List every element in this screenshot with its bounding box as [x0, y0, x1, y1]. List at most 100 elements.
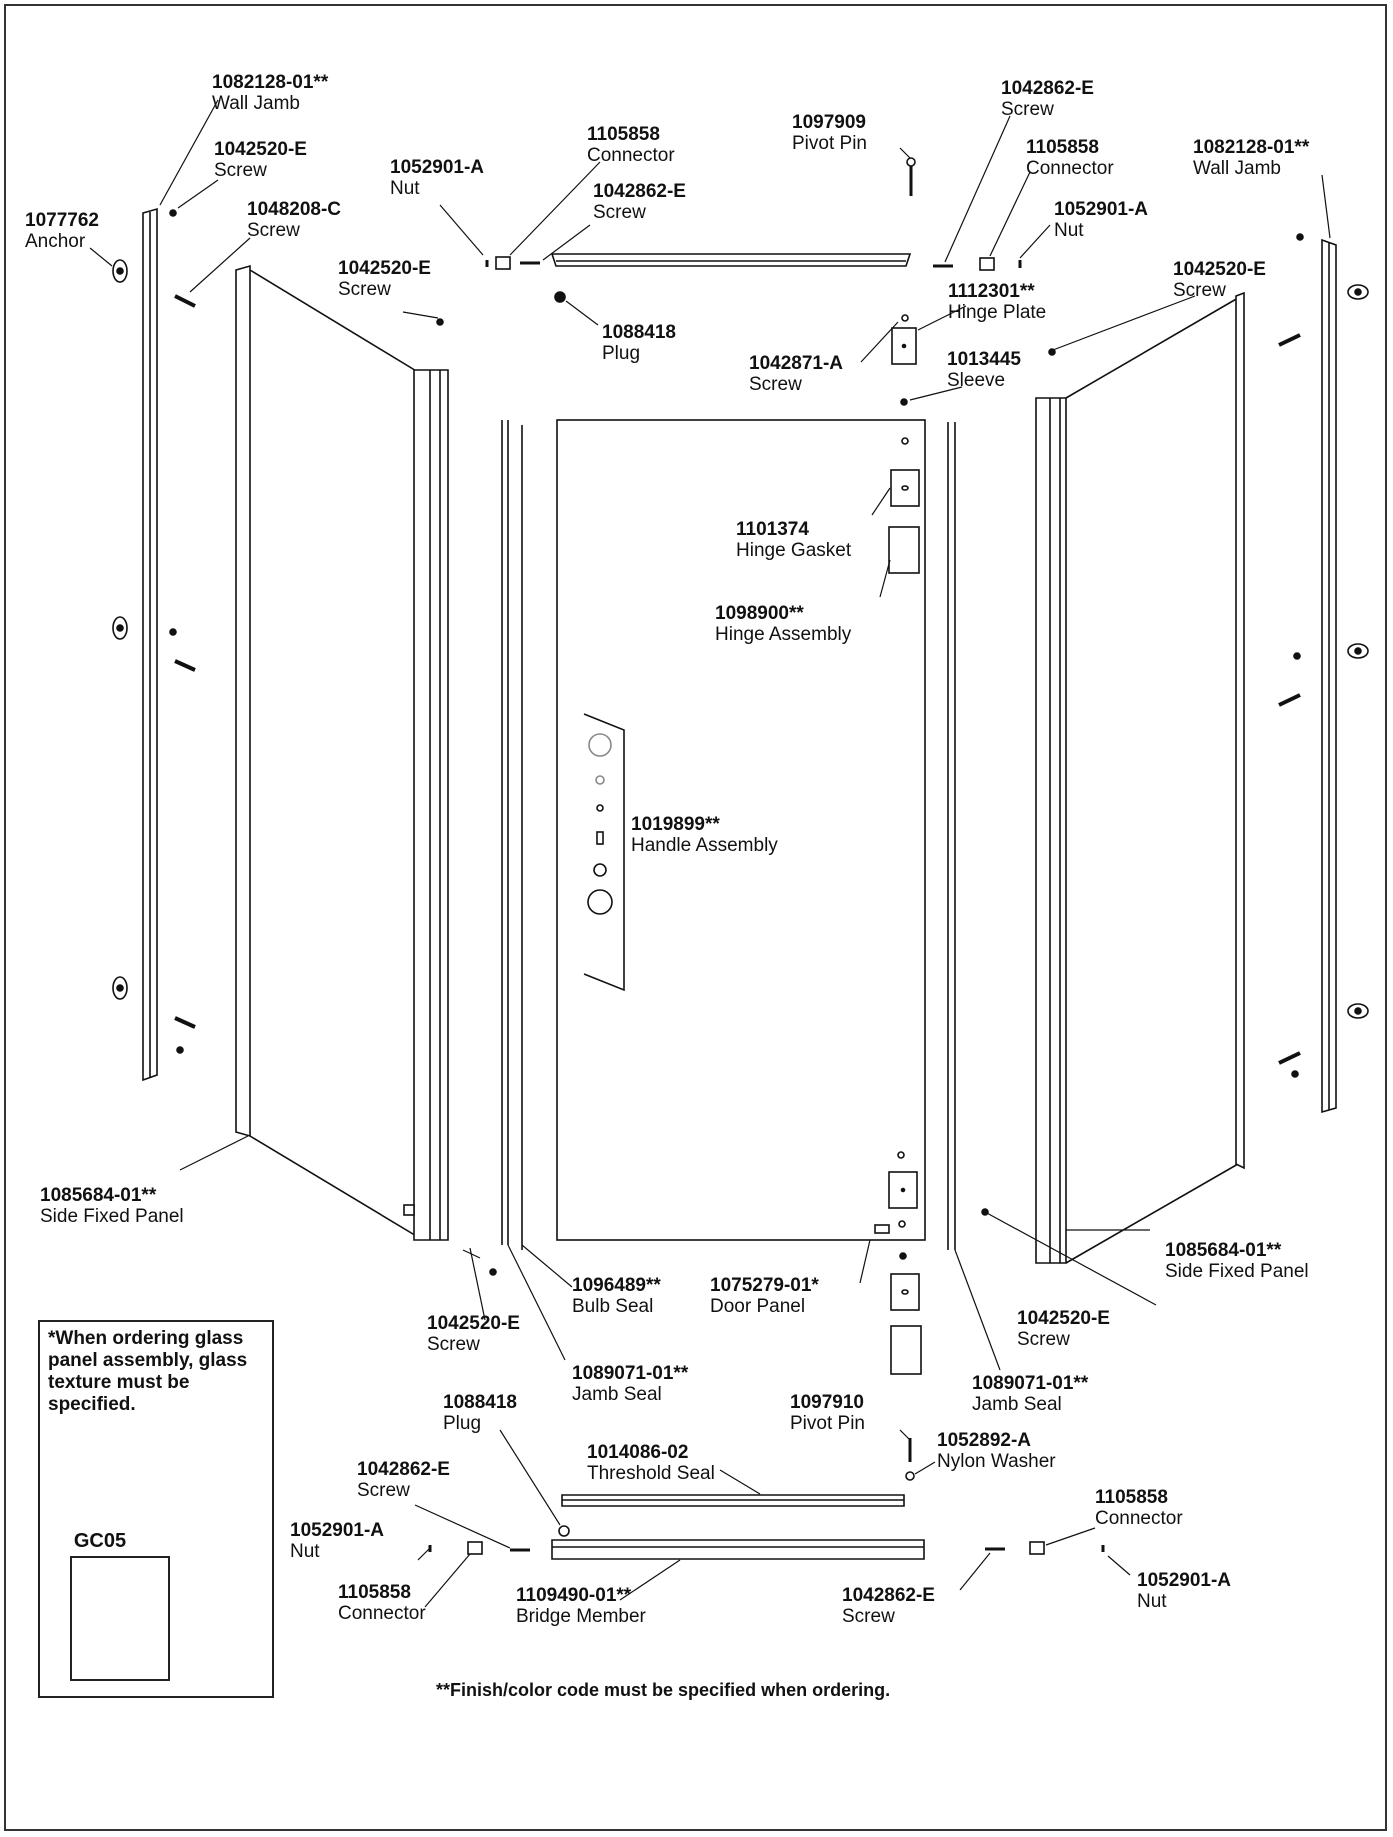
part-name: Threshold Seal	[587, 1463, 715, 1484]
part-name: Screw	[1001, 99, 1054, 120]
label-door-panel: 1075279-01*Door Panel	[710, 1275, 819, 1317]
part-name: Handle Assembly	[631, 835, 778, 856]
right-side-fixed-panel	[1035, 291, 1245, 1264]
part-name: Plug	[602, 343, 641, 364]
part-name: Nylon Washer	[937, 1451, 1056, 1472]
part-number: 1097910	[790, 1392, 864, 1413]
part-name: Hinge Assembly	[715, 624, 852, 645]
top-header-rail	[550, 253, 912, 267]
part-number: 1048208-C	[247, 199, 342, 220]
part-name: Connector	[587, 145, 675, 166]
part-name: Hinge Plate	[948, 302, 1047, 323]
page-frame	[4, 4, 1387, 1831]
part-number: 1042520-E	[1017, 1308, 1110, 1329]
part-number: 1082128-01**	[212, 72, 329, 93]
part-name: Sleeve	[947, 370, 1006, 391]
label-wall-jamb-left: 1082128-01**Wall Jamb	[212, 72, 328, 114]
part-number: 1112301**	[948, 281, 1035, 302]
part-number: 1042862-E	[593, 181, 686, 202]
label-hinge-assembly: 1098900**Hinge Assembly	[715, 603, 851, 645]
part-number: 1085684-01**	[1165, 1240, 1282, 1261]
part-name: Nut	[1054, 220, 1084, 241]
finish-footnote: **Finish/color code must be specified wh…	[436, 1680, 891, 1700]
label-side-panel-right: 1085684-01**Side Fixed Panel	[1165, 1240, 1309, 1282]
jamb-seal-right	[947, 422, 956, 1250]
gc-code-label: GC05	[73, 1530, 127, 1552]
part-name: Bulb Seal	[572, 1296, 654, 1317]
screw-icon	[174, 294, 196, 1029]
part-name: Screw	[1017, 1329, 1070, 1350]
part-name: Side Fixed Panel	[40, 1206, 184, 1227]
part-name: Screw	[247, 220, 300, 241]
part-name: Screw	[749, 374, 802, 395]
label-hinge-plate: 1112301**Hinge Plate	[948, 281, 1046, 323]
part-number: 1101374	[736, 519, 809, 540]
part-name: Connector	[338, 1603, 426, 1624]
part-number: 1105858	[587, 124, 660, 145]
part-number: 1013445	[947, 349, 1021, 370]
left-wall-jamb	[142, 207, 158, 1082]
part-name: Screw	[338, 279, 391, 300]
part-name: Nut	[1137, 1591, 1167, 1612]
part-number: 1105858	[338, 1582, 411, 1603]
part-name: Pivot Pin	[790, 1413, 865, 1434]
part-number: 1088418	[602, 322, 676, 343]
handle-assembly	[583, 713, 625, 992]
part-number: 1052901-A	[290, 1520, 385, 1541]
part-name: Jamb Seal	[572, 1384, 662, 1405]
part-number: 1042520-E	[214, 139, 307, 160]
ordering-note: *When ordering glass panel assembly, gla…	[48, 1328, 248, 1415]
part-number: 1077762	[25, 210, 99, 231]
part-number: 1105858	[1095, 1487, 1168, 1508]
part-number: 1042520-E	[338, 258, 431, 279]
part-name: Wall Jamb	[212, 93, 300, 114]
anchor-icon	[112, 259, 128, 1000]
label-jamb-seal-right: 1089071-01**Jamb Seal	[972, 1373, 1088, 1415]
part-name: Plug	[443, 1413, 482, 1434]
label-wall-jamb-right: 1082128-01**Wall Jamb	[1193, 137, 1309, 179]
label-bridge-member: 1109490-01**Bridge Member	[516, 1585, 646, 1627]
part-name: Door Panel	[710, 1296, 806, 1317]
part-name: Nut	[390, 178, 420, 199]
part-name: Hinge Gasket	[736, 540, 852, 561]
label-side-panel-left: 1085684-01**Side Fixed Panel	[40, 1185, 184, 1227]
part-number: 1096489**	[572, 1275, 661, 1296]
part-number: 1042862-E	[1001, 78, 1094, 99]
part-name: Screw	[357, 1480, 410, 1501]
part-number: 1042862-E	[842, 1585, 935, 1606]
part-name: Screw	[842, 1606, 895, 1627]
part-number: 1042520-E	[427, 1313, 520, 1334]
leader-lines	[89, 99, 1331, 1608]
part-number: 1098900**	[715, 603, 804, 624]
part-number: 1082128-01**	[1193, 137, 1310, 158]
part-name: Side Fixed Panel	[1165, 1261, 1309, 1282]
part-name: Wall Jamb	[1193, 158, 1281, 179]
part-name: Connector	[1095, 1508, 1183, 1529]
part-number: 1052901-A	[390, 157, 485, 178]
label-jamb-seal-left: 1089071-01**Jamb Seal	[572, 1363, 688, 1405]
bridge-member	[551, 1539, 925, 1560]
